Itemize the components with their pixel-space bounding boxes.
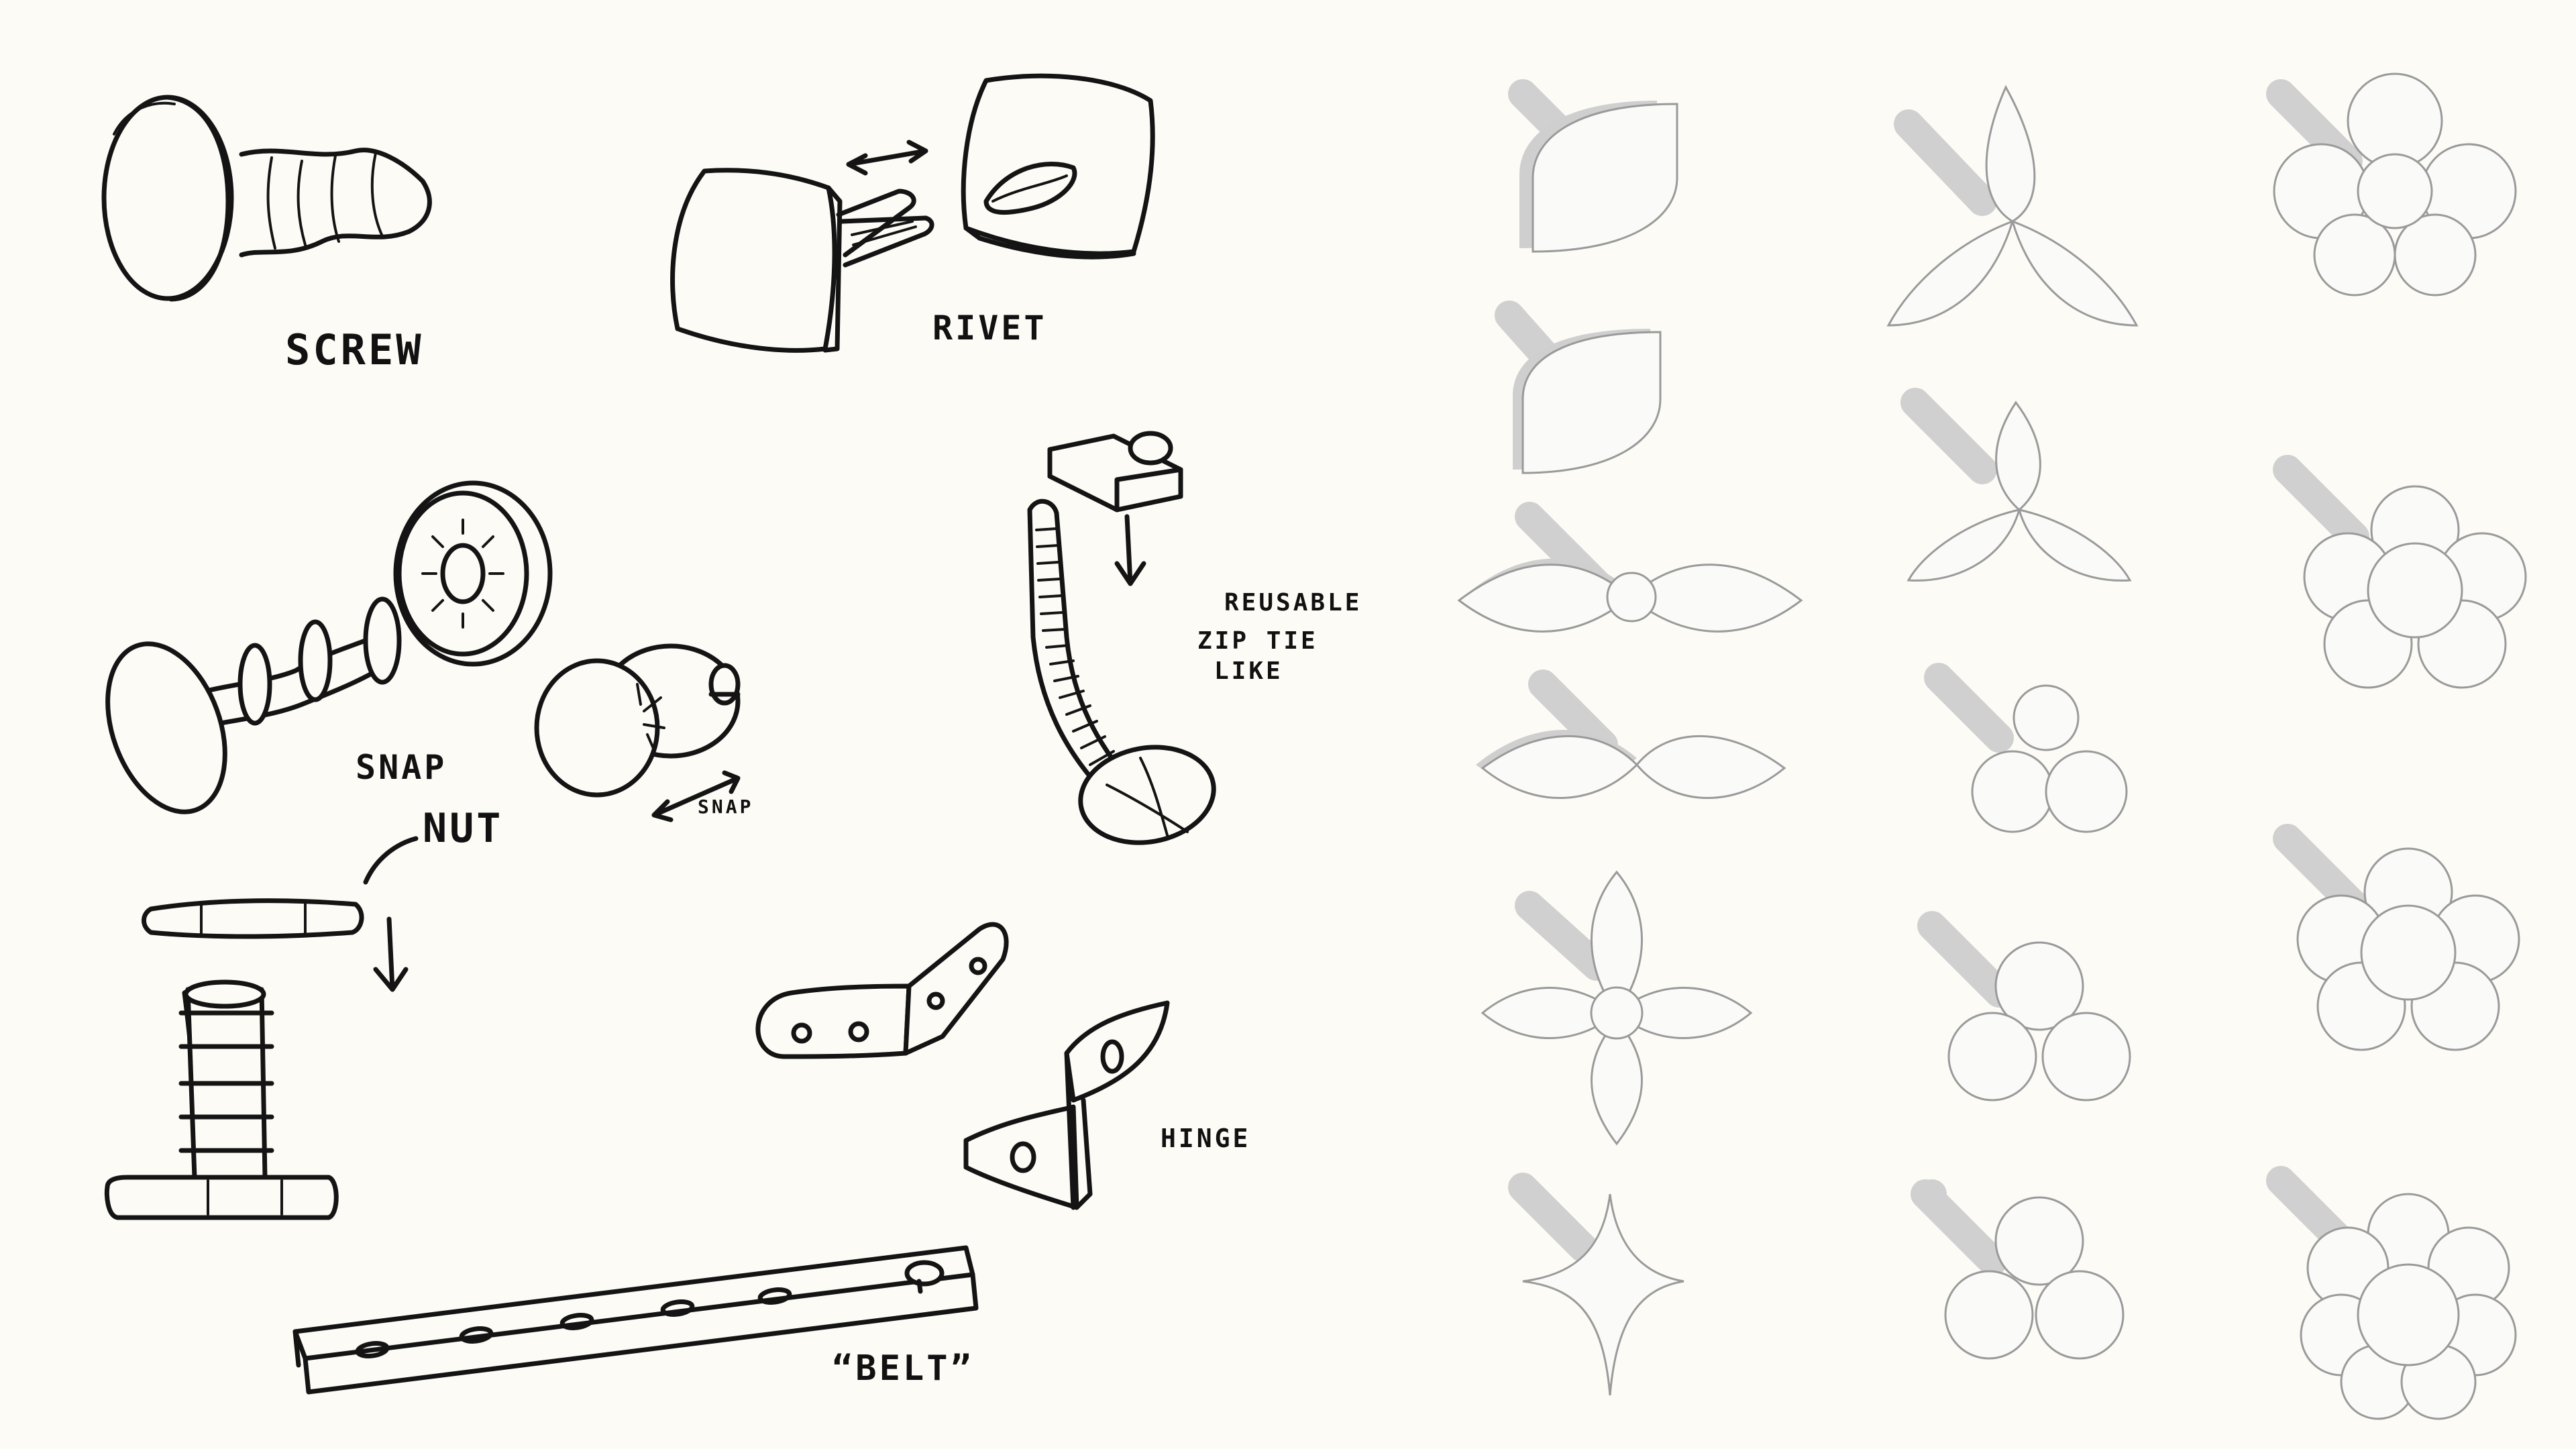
- piece-c1-r5: [1481, 870, 1753, 1146]
- screw-sketch: [101, 95, 432, 302]
- piece-c3-r3: [2273, 824, 2520, 1051]
- zip-tie-label: ZIP TIE: [1197, 627, 1318, 655]
- piece-c2-r5: [1911, 1179, 2125, 1360]
- piece-c2-r3: [1924, 663, 2128, 833]
- hinge-sketch: [755, 922, 1170, 1210]
- piece-c3-r1: [2266, 72, 2517, 297]
- snap-label: SNAP: [356, 748, 447, 787]
- piece-c1-r6: [1508, 1173, 1684, 1396]
- piece-c1-r1: [1508, 79, 1678, 253]
- piece-c3-r4: [2266, 1166, 2517, 1420]
- piece-c1-r3: [1457, 502, 1803, 633]
- snap-small-label: SNAP: [698, 796, 754, 818]
- zip-tie-sketch: [1027, 431, 1216, 845]
- belt-sketch: [292, 1245, 979, 1395]
- nut-sketch: [104, 836, 419, 1220]
- screw-label: SCREW: [285, 325, 424, 374]
- rivet-sketch: [670, 73, 1155, 353]
- hinge-label: HINGE: [1161, 1124, 1251, 1153]
- piece-c2-r1: [1886, 85, 2139, 327]
- nut-label: NUT: [423, 805, 504, 852]
- piece-c1-r4: [1476, 669, 1786, 800]
- piece-c2-r2: [1900, 388, 2132, 582]
- snap-sketch: [105, 480, 741, 822]
- piece-c1-r2: [1495, 301, 1662, 474]
- piece-c2-r4: [1917, 911, 2131, 1102]
- piece-c3-r2: [2273, 455, 2527, 689]
- rivet-label: RIVET: [932, 309, 1047, 347]
- like-label: LIKE: [1214, 657, 1283, 685]
- reusable-label: REUSABLE: [1224, 589, 1362, 616]
- belt-label: “BELT”: [832, 1348, 974, 1389]
